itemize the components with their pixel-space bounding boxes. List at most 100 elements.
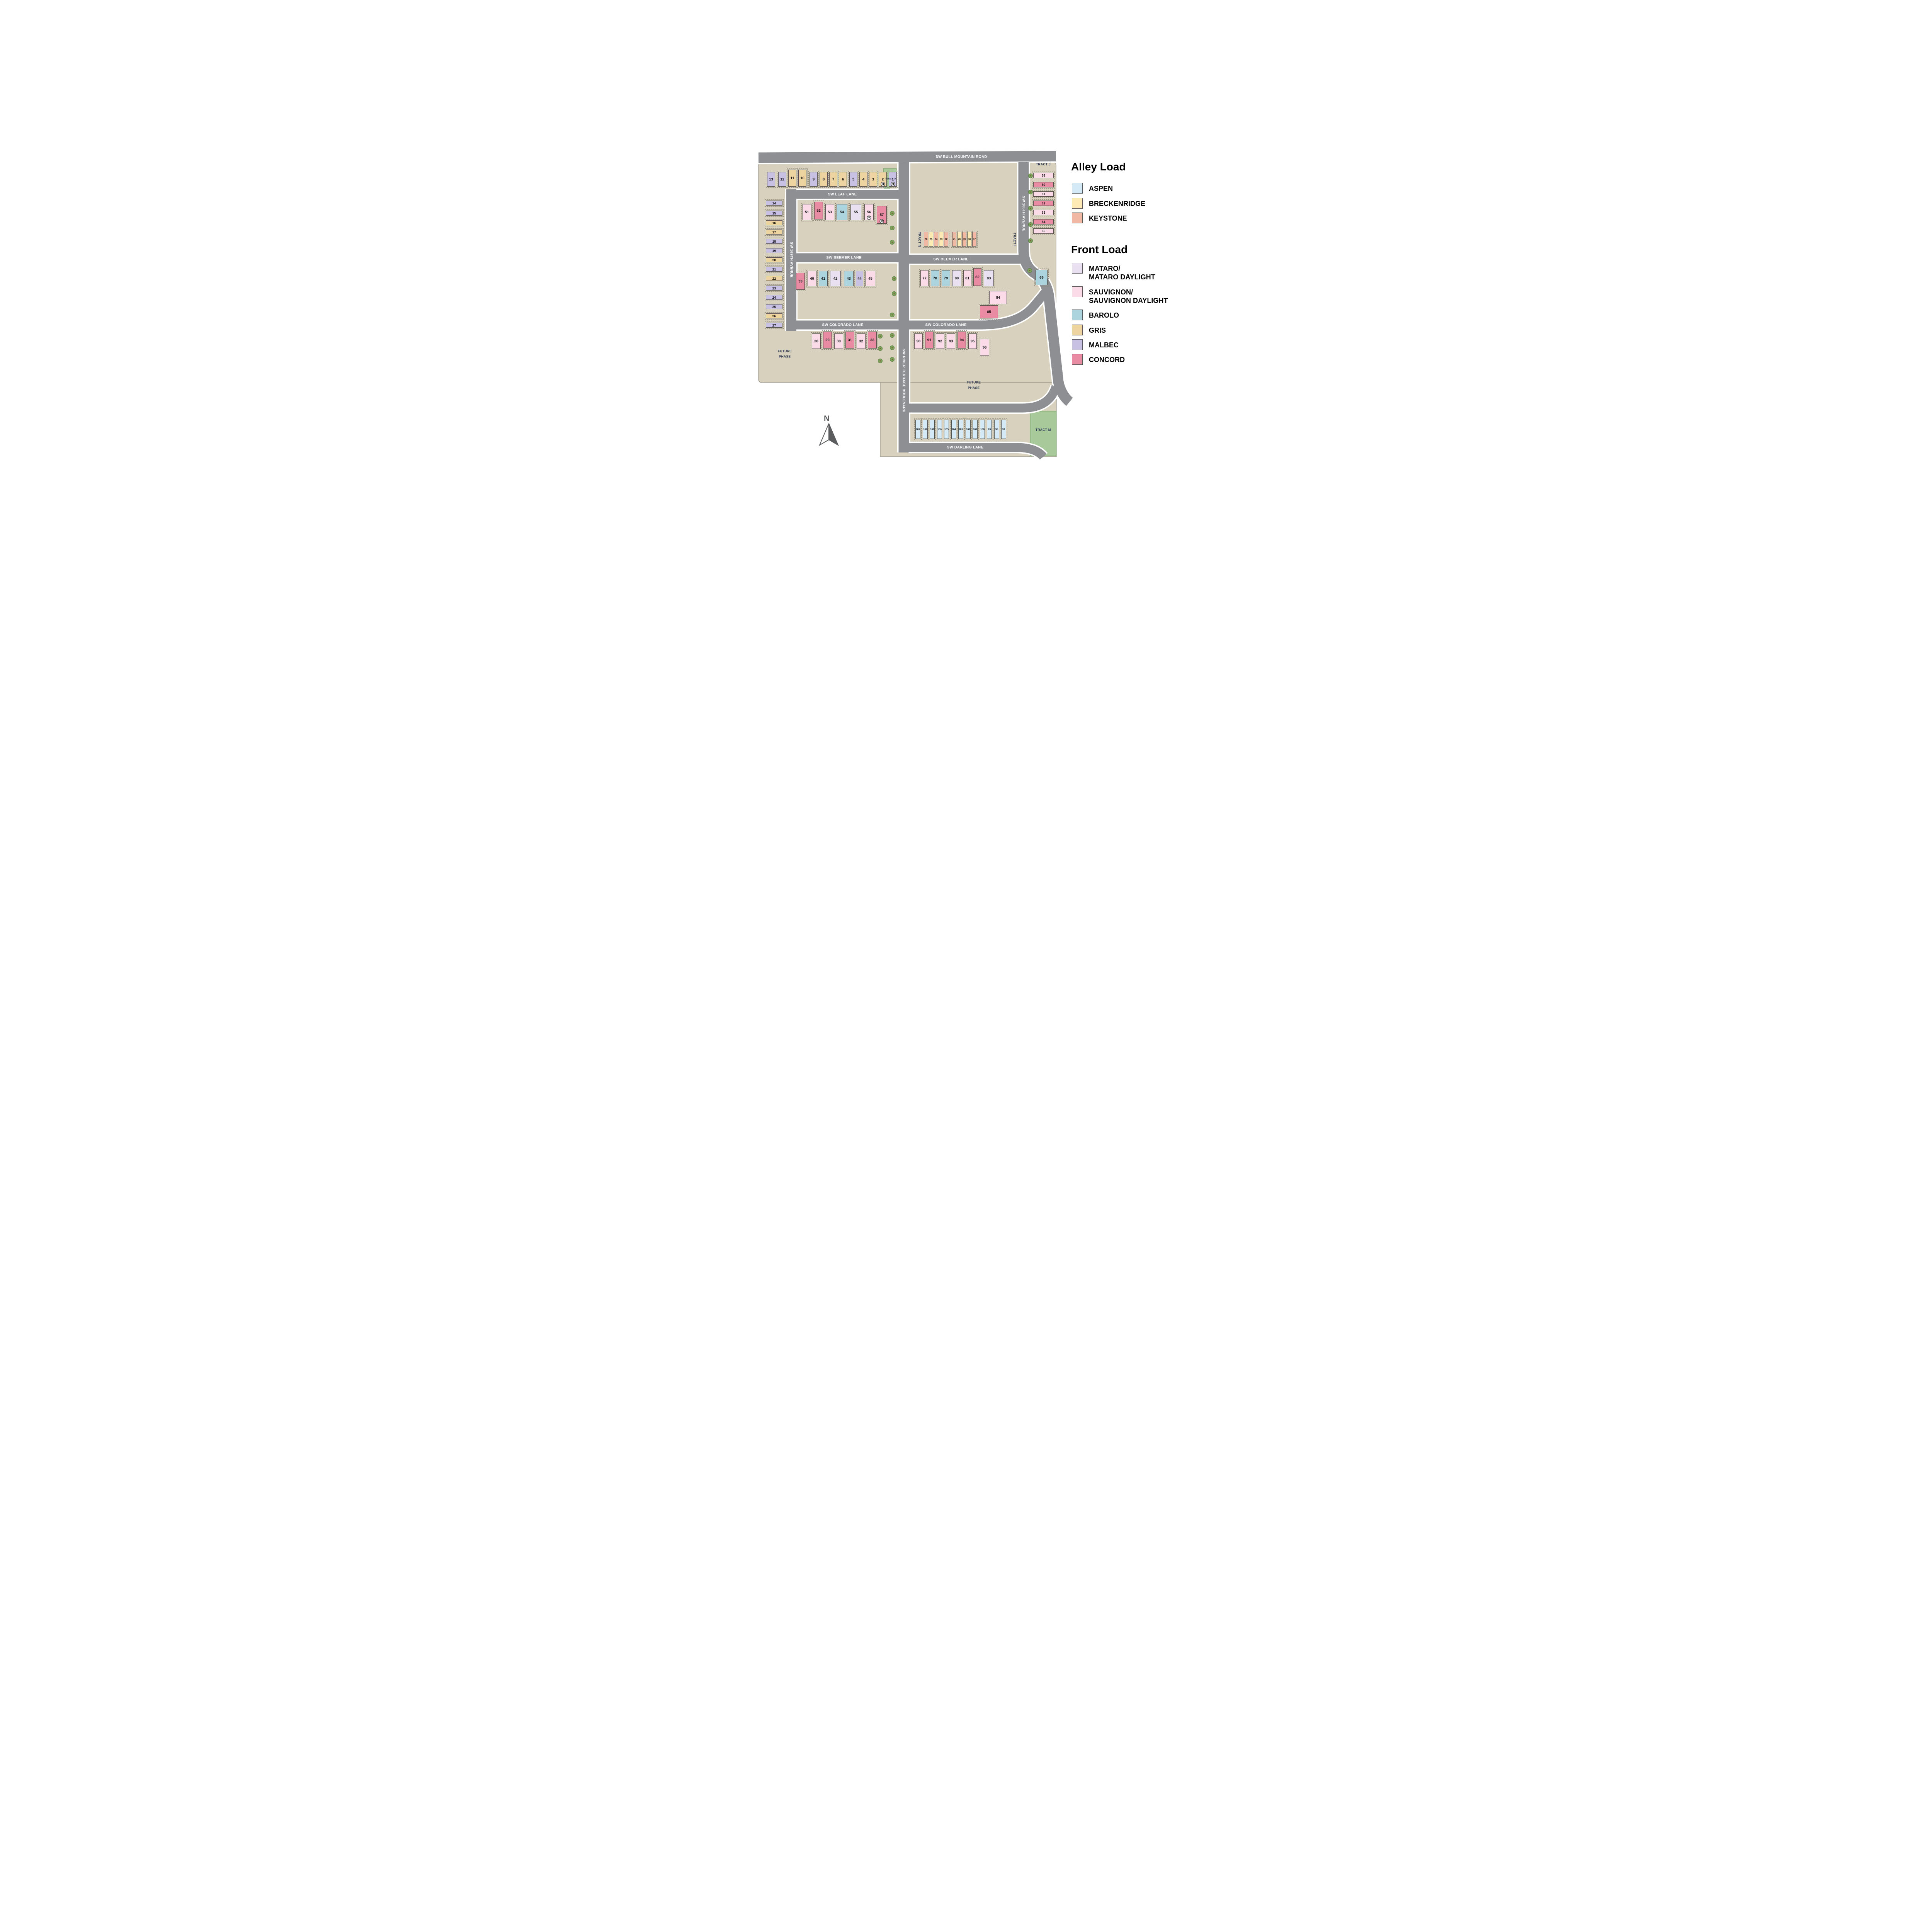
lot-54: 54	[835, 203, 849, 221]
lot-number: 91	[927, 338, 932, 342]
lot-number: 9	[812, 177, 815, 182]
lot-29: 29	[822, 330, 833, 350]
lot-number: 29	[825, 338, 830, 342]
lot-62: 62	[1032, 199, 1055, 207]
future-phase-line2: PHASE	[968, 386, 980, 389]
lot-number: 67	[973, 238, 976, 241]
lot-64: 64	[1032, 218, 1055, 226]
tract-j-label: TRACT J	[1036, 162, 1051, 166]
lot-number: 39	[798, 279, 803, 284]
lot-90: 90	[913, 332, 924, 350]
lot-97: 97	[1000, 418, 1007, 440]
lot-number: 25	[772, 304, 776, 309]
lot-73: 73	[938, 231, 944, 248]
tree-icon	[1028, 206, 1033, 211]
lot-number: 102	[966, 428, 970, 431]
tree-icon	[890, 226, 895, 230]
lot-number: 75	[929, 238, 933, 241]
lot-91: 91	[924, 330, 935, 350]
lot-19: 19	[765, 247, 784, 254]
street-label-darling-lane: SW DARLING LANE	[947, 445, 984, 450]
future-phase-line1: FUTURE	[966, 380, 981, 384]
lot-44: 44	[855, 270, 864, 287]
street-label-leaf-lane: SW LEAF LANE	[828, 192, 857, 197]
lot-103: 103	[957, 418, 964, 440]
legend-label-aspen: ASPEN	[1089, 185, 1113, 192]
lot-number: 73	[939, 238, 943, 241]
lot-number: 72	[944, 238, 948, 241]
site-map-graphic	[758, 150, 1074, 461]
legend-label-sauvignon-line2: SAUVIGNON DAYLIGHT	[1089, 297, 1168, 304]
lot-12: 12	[777, 171, 787, 188]
lot-number: 65	[1041, 229, 1046, 233]
legend-title-front-load: Front Load	[1071, 243, 1128, 255]
lot-108: 108	[922, 418, 929, 440]
lot-number: 81	[965, 276, 969, 281]
tree-icon	[878, 359, 883, 363]
lot-40: 40	[806, 270, 818, 287]
lot-number: 107	[930, 428, 934, 431]
lot-number: 8	[822, 177, 825, 182]
tree-icon	[890, 240, 895, 245]
legend-label-gris: GRIS	[1089, 327, 1106, 334]
legend-label-mataro: MATARO/ MATARO DAYLIGHT	[1089, 264, 1155, 281]
lot-number: 12	[780, 177, 784, 182]
lot-69: 69	[961, 231, 968, 248]
lot-number: 96	[982, 345, 987, 350]
lot-number: 23	[772, 286, 776, 290]
tree-icon	[890, 333, 895, 338]
lot-17: 17	[765, 228, 784, 236]
lot-number: 85	[987, 310, 991, 314]
lot-81: 81	[962, 269, 973, 287]
tree-icon	[878, 334, 883, 338]
lot-85: 85	[979, 304, 999, 320]
lot-number: 98	[995, 428, 998, 431]
lot-10: 10	[797, 168, 808, 188]
lot-75: 75	[928, 231, 934, 248]
lot-13: 13	[766, 171, 776, 188]
lot-number: 10	[800, 176, 804, 180]
tree-icon	[1028, 222, 1033, 227]
lot-53: 53	[824, 203, 835, 221]
future-phase-line2: PHASE	[779, 354, 791, 358]
lot-marker-m-icon: M	[879, 219, 884, 223]
lot-68: 68	[966, 231, 973, 248]
lot-number: 18	[772, 239, 776, 243]
lot-number: 28	[814, 339, 818, 344]
lot-11: 11	[787, 168, 798, 188]
lot-102: 102	[964, 418, 972, 440]
tree-icon	[1028, 173, 1033, 178]
gris-swatch	[1072, 325, 1083, 335]
barolo-swatch	[1072, 310, 1083, 320]
lot-number: 64	[1041, 220, 1046, 224]
lot-7: 7	[828, 171, 838, 188]
lot-33: 33	[867, 330, 878, 350]
lot-number: 30	[837, 339, 841, 344]
lot-number: 21	[772, 267, 776, 271]
lot-number: 82	[975, 275, 980, 279]
lot-marker-m-icon: M	[891, 182, 895, 186]
lot-63: 63	[1032, 209, 1055, 216]
lot-number: 20	[772, 258, 776, 262]
lot-78: 78	[930, 269, 940, 287]
tract-m-label: TRACT M	[1035, 428, 1051, 432]
tree-icon	[890, 313, 895, 317]
tract-i-label: TRACT I	[1013, 233, 1017, 247]
lot-25: 25	[765, 303, 784, 310]
lot-83: 83	[983, 269, 995, 287]
lot-79: 79	[940, 269, 951, 287]
street-label-beemer-west: SW BEEMER LANE	[826, 255, 862, 260]
lot-number: 94	[959, 338, 964, 342]
lot-number: 24	[772, 295, 776, 299]
lot-number: 45	[868, 276, 872, 281]
lot-number: 106	[937, 428, 942, 431]
lot-60: 60	[1032, 181, 1055, 189]
lot-number: 19	[772, 248, 776, 253]
lot-number: 4	[862, 177, 865, 182]
lot-99: 99	[986, 418, 993, 440]
lot-66: 66	[1034, 269, 1049, 286]
lot-number: 16	[772, 221, 776, 225]
lot-59: 59	[1032, 172, 1055, 179]
